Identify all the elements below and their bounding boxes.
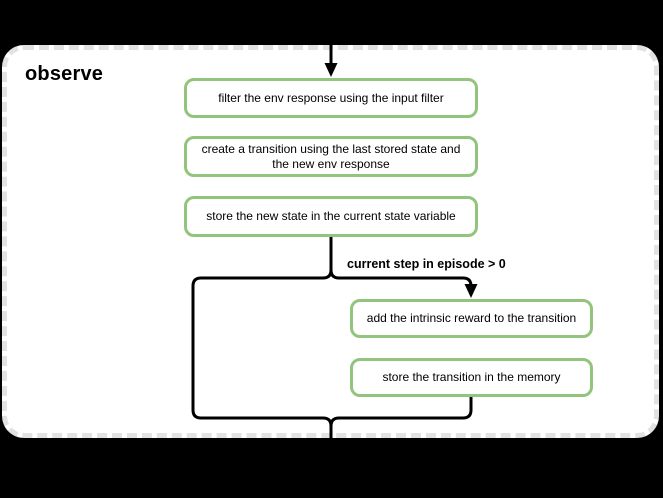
node-filter-env-response: filter the env response using the input … (184, 78, 478, 118)
node-label: store the new state in the current state… (206, 209, 456, 223)
node-add-intrinsic-reward: add the intrinsic reward to the transiti… (350, 299, 593, 338)
condition-edge-label: current step in episode > 0 (347, 257, 506, 271)
node-store-transition: store the transition in the memory (350, 358, 593, 397)
frame-title: observe (25, 63, 104, 85)
node-create-transition: create a transition using the last store… (184, 136, 478, 177)
node-store-new-state: store the new state in the current state… (184, 196, 478, 237)
node-label: add the intrinsic reward to the transiti… (366, 311, 577, 325)
node-label: store the transition in the memory (382, 370, 561, 384)
node-label: filter the env response using the input … (218, 90, 444, 105)
node-label: create a transition using the last store… (201, 141, 461, 171)
